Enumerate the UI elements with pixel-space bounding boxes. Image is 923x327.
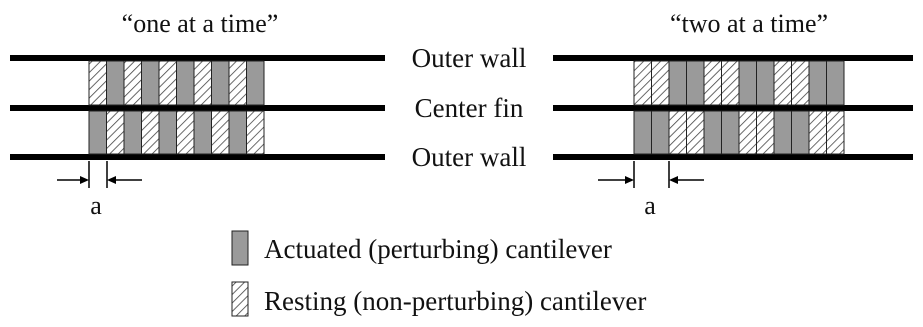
two-at-a-time-top-resting-cantilever: [633, 60, 652, 106]
spacing-marker-left: [57, 161, 142, 188]
two-at-a-time-bottom-actuated-cantilever: [721, 110, 740, 155]
spacing-arrowhead-left-b: [107, 176, 116, 184]
one-at-a-time-top-resting-cantilever: [193, 60, 212, 106]
one-at-a-time-bottom-row: [88, 110, 265, 155]
two-at-a-time-top-resting-cantilever: [703, 60, 722, 106]
center-fin-left: [10, 105, 385, 111]
one-at-a-time-bottom-actuated-cantilever: [88, 110, 107, 155]
one-at-a-time-bottom-resting-cantilever: [141, 110, 160, 155]
two-at-a-time-bottom-actuated-cantilever: [773, 110, 792, 155]
two-at-a-time-bottom-resting-cantilever: [756, 110, 775, 155]
title-one-at-a-time: “one at a time”: [122, 9, 279, 38]
two-at-a-time-bottom-resting-cantilever: [738, 110, 757, 155]
outer-wall-top-label: Outer wall: [412, 43, 527, 73]
legend-resting-label: Resting (non-perturbing) cantilever: [264, 286, 646, 316]
two-at-a-time-bottom-resting-cantilever: [668, 110, 687, 155]
one-at-a-time-top-actuated-cantilever: [246, 60, 265, 106]
outer-wall-bottom-right: [553, 154, 913, 160]
legend-actuated-swatch: [231, 230, 249, 266]
two-at-a-time-bottom-actuated-cantilever: [791, 110, 810, 155]
two-at-a-time-bottom-row: [633, 110, 845, 155]
center-fin-label: Center fin: [415, 93, 524, 123]
two-at-a-time-top-actuated-cantilever: [808, 60, 827, 106]
spacing-arrowhead-left-a: [80, 176, 89, 184]
spacing-label-left: a: [90, 191, 102, 220]
one-at-a-time-top-resting-cantilever: [123, 60, 142, 106]
two-at-a-time-top-row: [633, 60, 845, 106]
two-at-a-time-bottom-resting-cantilever: [826, 110, 845, 155]
outer-wall-bottom-left: [10, 154, 385, 160]
two-at-a-time-bottom-actuated-cantilever: [633, 110, 652, 155]
one-at-a-time-top-row: [88, 60, 265, 106]
two-at-a-time-bottom-resting-cantilever: [686, 110, 705, 155]
one-at-a-time-top-resting-cantilever: [88, 60, 107, 106]
one-at-a-time-bottom-actuated-cantilever: [193, 110, 212, 155]
one-at-a-time-bottom-resting-cantilever: [106, 110, 125, 155]
one-at-a-time-bottom-actuated-cantilever: [158, 110, 177, 155]
spacing-arrowhead-right-b: [669, 176, 678, 184]
one-at-a-time-top-actuated-cantilever: [176, 60, 195, 106]
spacing-marker-right: [598, 161, 704, 188]
title-two-at-a-time: “two at a time”: [670, 9, 828, 38]
one-at-a-time-bottom-resting-cantilever: [176, 110, 195, 155]
legend-resting-swatch: [231, 281, 249, 317]
two-at-a-time-top-actuated-cantilever: [686, 60, 705, 106]
spacing-label-right: a: [644, 191, 656, 220]
two-at-a-time-top-actuated-cantilever: [738, 60, 757, 106]
legend-actuated-label: Actuated (perturbing) cantilever: [264, 234, 612, 264]
two-at-a-time-top-actuated-cantilever: [826, 60, 845, 106]
one-at-a-time-bottom-resting-cantilever: [211, 110, 230, 155]
one-at-a-time-top-actuated-cantilever: [211, 60, 230, 106]
one-at-a-time-top-actuated-cantilever: [106, 60, 125, 106]
two-at-a-time-bottom-actuated-cantilever: [703, 110, 722, 155]
one-at-a-time-top-actuated-cantilever: [141, 60, 160, 106]
two-at-a-time-top-resting-cantilever: [721, 60, 740, 106]
two-at-a-time-top-resting-cantilever: [651, 60, 670, 106]
outer-wall-bottom-label: Outer wall: [412, 142, 527, 172]
one-at-a-time-top-resting-cantilever: [158, 60, 177, 106]
one-at-a-time-bottom-actuated-cantilever: [123, 110, 142, 155]
center-fin-right: [553, 105, 913, 111]
two-at-a-time-top-resting-cantilever: [773, 60, 792, 106]
two-at-a-time-top-resting-cantilever: [791, 60, 810, 106]
two-at-a-time-bottom-actuated-cantilever: [651, 110, 670, 155]
one-at-a-time-top-resting-cantilever: [228, 60, 247, 106]
two-at-a-time-top-actuated-cantilever: [668, 60, 687, 106]
one-at-a-time-bottom-resting-cantilever: [246, 110, 265, 155]
two-at-a-time-top-actuated-cantilever: [756, 60, 775, 106]
spacing-arrowhead-right-a: [625, 176, 634, 184]
outer-wall-top-left: [10, 55, 385, 61]
two-at-a-time-bottom-resting-cantilever: [808, 110, 827, 155]
one-at-a-time-bottom-actuated-cantilever: [228, 110, 247, 155]
outer-wall-top-right: [553, 55, 913, 61]
